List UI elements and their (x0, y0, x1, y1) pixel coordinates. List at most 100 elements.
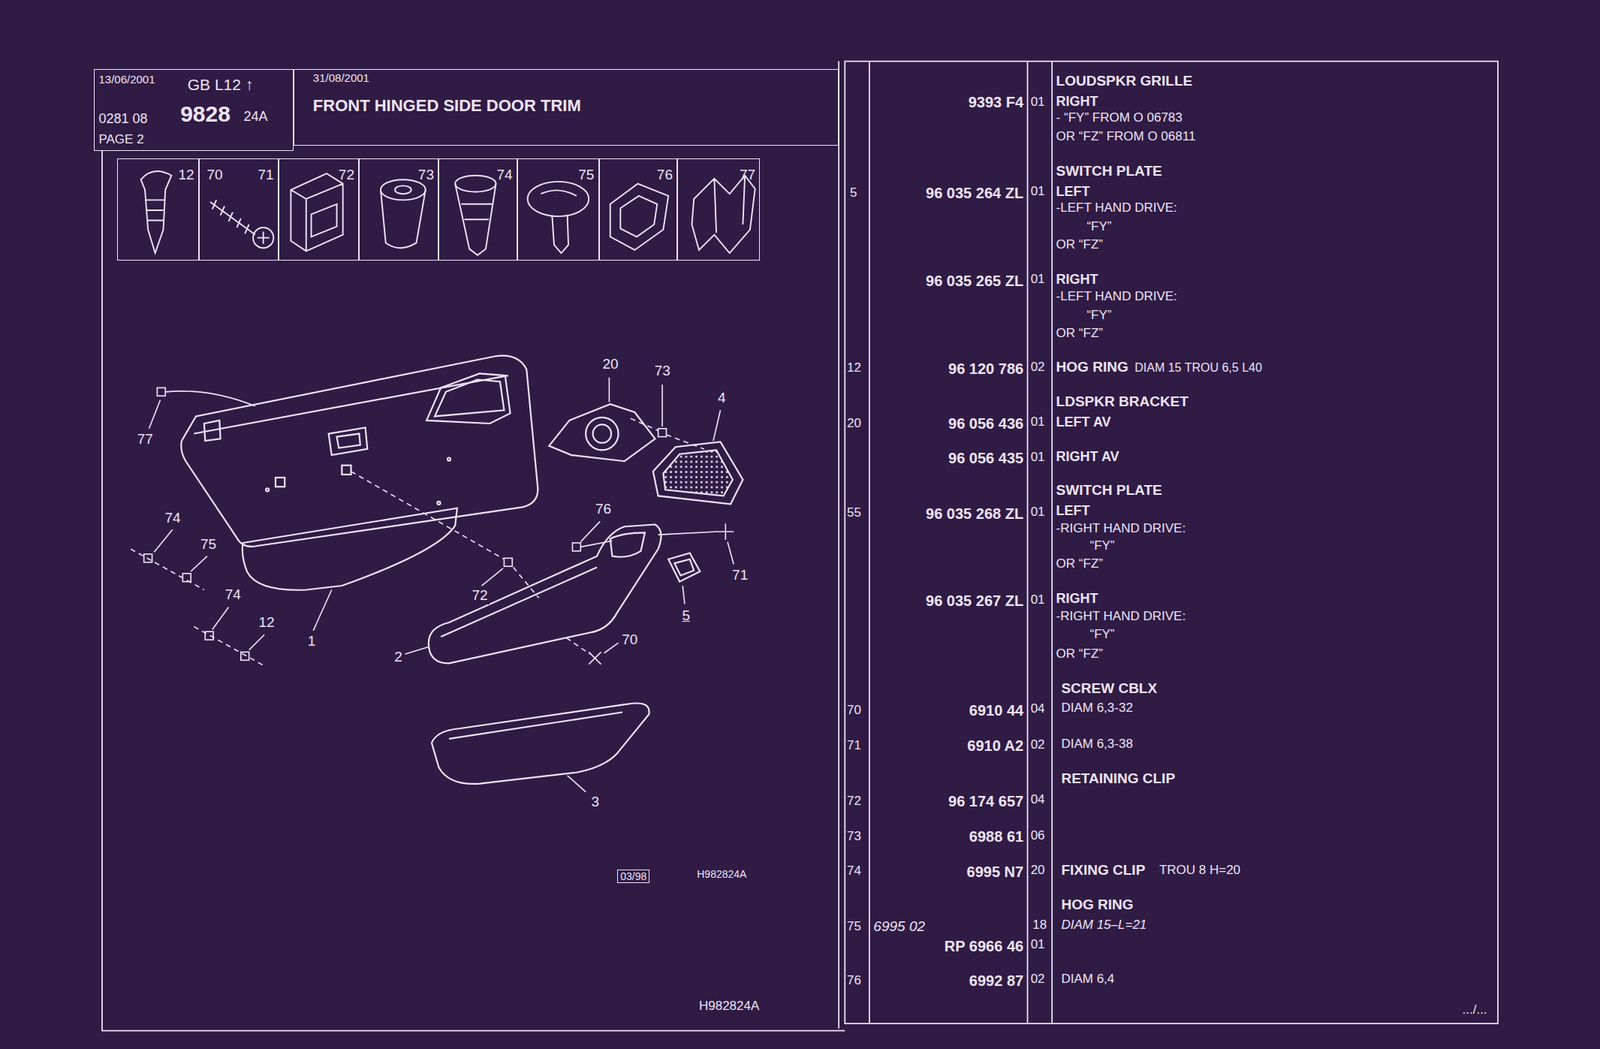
part-description: DIAM 6,4 (1060, 971, 1115, 987)
callout-number: 74 (223, 586, 243, 604)
part-description: DIAM 15–L=21 (1060, 917, 1147, 933)
note: “FY” (1089, 626, 1115, 642)
box-text: 75 (578, 166, 594, 184)
note: - “FY” FROM O 06783 (1056, 110, 1183, 126)
callout-number: 76 (593, 500, 613, 519)
page-title: FRONT HINGED SIDE DOOR TRIM (313, 96, 582, 116)
ref-number: 12 (846, 360, 862, 376)
ref-number: 55 (846, 505, 862, 521)
part-number: 96 035 265 ZL (925, 271, 1024, 290)
part-number: 9393 F4 (968, 93, 1024, 112)
box-text: 71 (257, 166, 274, 184)
header-title-box: 31/08/2001FRONT HINGED SIDE DOOR TRIM (293, 69, 839, 146)
ref-number: 20 (846, 415, 862, 431)
note: -RIGHT HAND DRIVE: (1056, 608, 1187, 624)
quantity-code: 04 (1030, 701, 1046, 717)
part-number: 96 035 264 ZL (925, 183, 1024, 202)
quantity-code: 06 (1030, 828, 1046, 844)
drawing-code: H982824A (699, 998, 760, 1014)
callout-number: 73 (653, 362, 672, 380)
part-description: DIAM 15 TROU 6,5 L40 (1134, 360, 1263, 375)
part-number: 96 035 268 ZL (925, 504, 1024, 523)
leader-lines (130, 377, 734, 793)
frame-lines (102, 61, 1498, 1031)
quantity-code: 02 (1030, 737, 1046, 753)
quantity-code: 02 (1030, 359, 1046, 375)
box-text: 13/06/2001 (98, 72, 155, 87)
note: “FY” (1086, 307, 1112, 323)
fastener-icon-cell: 70 71 (198, 158, 279, 261)
note: OR “FZ” FROM O 06811 (1056, 129, 1197, 145)
part-number: 6988 61 (969, 827, 1024, 846)
quantity-code: 01 (1030, 94, 1046, 110)
box-text: 70 (207, 166, 223, 184)
quantity-code: 01 (1030, 271, 1046, 287)
part-heading: FIXING CLIP (1060, 861, 1146, 880)
callout-number: 77 (135, 430, 155, 449)
callout-number: 2 (392, 648, 404, 666)
box-text: 76 (656, 166, 673, 184)
ref-number: 76 (846, 973, 862, 989)
part-heading: LDSPKR BRACKET (1056, 393, 1189, 411)
box-text: 12 (177, 166, 194, 184)
quantity-code: 01 (1030, 414, 1046, 430)
ref-number: 71 (846, 738, 862, 754)
part-number: RP 6966 46 (944, 937, 1024, 956)
quantity-code: 04 (1030, 792, 1046, 808)
part-number: 6910 A2 (967, 736, 1024, 755)
fastener-icon-cell: 73 (358, 158, 439, 261)
part-description: RIGHT (1056, 271, 1099, 289)
part-number: 96 056 436 (948, 414, 1024, 433)
callout-number: 74 (162, 509, 182, 528)
box-text: 0281 08 (98, 111, 148, 128)
part-description: LEFT AV (1056, 414, 1112, 431)
fastener-icon-cell: 72 (278, 158, 359, 261)
part-heading: HOG RING (1056, 358, 1129, 377)
part-number: 6995 02 (873, 918, 926, 936)
part-heading: RETAINING CLIP (1060, 770, 1176, 788)
note: OR “FZ” (1056, 237, 1103, 253)
note: -LEFT HAND DRIVE: (1056, 200, 1178, 216)
callout-number: 71 (730, 566, 750, 585)
box-text: 24A (243, 108, 268, 126)
part-description: TROU 8 H=20 (1159, 862, 1241, 878)
ref-number: 5 (849, 185, 857, 201)
box-text: PAGE 2 (98, 132, 144, 148)
quantity-code: 20 (1030, 862, 1046, 878)
part-number: 96 120 786 (948, 359, 1024, 378)
note: -LEFT HAND DRIVE: (1056, 289, 1178, 305)
callout-number: 75 (198, 536, 218, 554)
ref-number: 75 (846, 919, 862, 935)
part-description: RIGHT (1056, 590, 1099, 608)
ref-number: 74 (846, 863, 862, 879)
part-number: 96 056 435 (948, 448, 1024, 468)
box-text: GB L12 ↑ (187, 75, 254, 94)
part-description: LEFT (1056, 503, 1091, 520)
ref-number: 70 (846, 702, 862, 718)
quantity-code: 18 (1032, 917, 1047, 933)
box-text: 74 (496, 166, 513, 184)
box-text: 72 (338, 166, 355, 184)
header-reference-box: 13/06/2001GB L12 ↑0281 08982824APAGE 2 (93, 69, 294, 151)
quantity-code: 02 (1030, 971, 1046, 987)
part-description: LEFT (1056, 183, 1091, 201)
quantity-code: 01 (1030, 504, 1046, 520)
continuation-mark: .../... (1462, 1002, 1488, 1018)
part-number: 96 035 267 ZL (925, 591, 1024, 610)
quantity-code: 01 (1030, 937, 1046, 953)
note: OR “FZ” (1056, 556, 1103, 572)
fastener-icon-cell: 76 (599, 158, 678, 261)
part-heading: LOUDSPKR GRILLE (1056, 72, 1194, 91)
part-number: 96 174 657 (948, 792, 1024, 811)
note: OR “FZ” (1056, 325, 1103, 341)
door-panel-drawing (180, 355, 743, 784)
part-description: DIAM 6,3-38 (1060, 736, 1133, 752)
note: “FY” (1089, 538, 1115, 554)
fastener-icon-cell: 74 (438, 158, 518, 261)
note: “FY” (1086, 219, 1112, 235)
drawing-code: H982824A (696, 867, 747, 881)
box-text: 77 (739, 166, 756, 184)
callout-number: 1 (306, 632, 318, 651)
